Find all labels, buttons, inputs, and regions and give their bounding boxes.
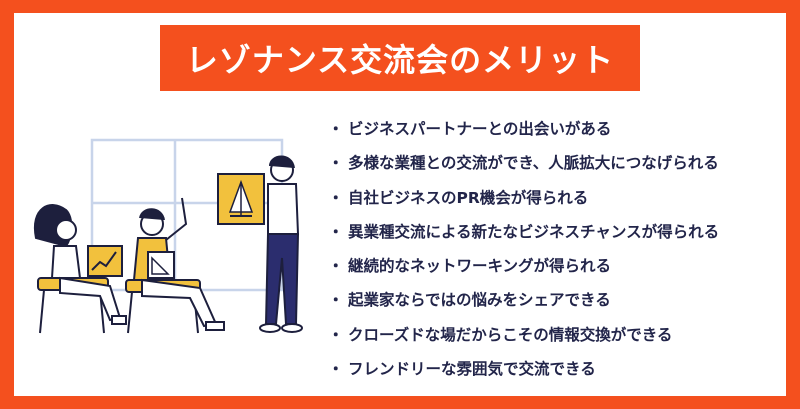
list-item: ・多様な業種との交流ができ、人脈拡大につなげられる [328,146,719,180]
ruler-board-icon [147,251,175,279]
chart-board-icon [87,245,123,277]
bullet-icon: ・ [328,257,344,276]
list-item: ・ビジネスパートナーとの出会いがある [328,112,719,146]
presenter-figure-icon [259,155,303,333]
title-banner: レゾナンス交流会のメリット [160,25,640,91]
list-item: ・フレンドリーな雰囲気で交流できる [328,352,719,386]
list-item: ・自社ビジネスのPR機会が得られる [328,181,719,215]
bullet-icon: ・ [328,222,344,241]
bullet-icon: ・ [328,325,344,344]
bullet-icon: ・ [328,188,344,207]
benefits-list: ・ビジネスパートナーとの出会いがある ・多様な業種との交流ができ、人脈拡大につな… [328,112,719,386]
business-meeting-illustration [33,138,303,334]
list-item: ・クローズドな場だからこその情報交換ができる [328,318,719,352]
list-item: ・起業家ならではの悩みをシェアできる [328,283,719,317]
bullet-icon: ・ [328,154,344,173]
woman-figure-icon [33,204,127,325]
list-item: ・継続的なネットワーキングが得られる [328,249,719,283]
bullet-icon: ・ [328,360,344,379]
list-item: ・異業種交流による新たなビジネスチャンスが得られる [328,215,719,249]
bullet-icon: ・ [328,291,344,310]
bullet-icon: ・ [328,120,344,138]
page-title: レゾナンス交流会のメリット [185,41,615,79]
sailboat-board-icon [217,173,265,225]
